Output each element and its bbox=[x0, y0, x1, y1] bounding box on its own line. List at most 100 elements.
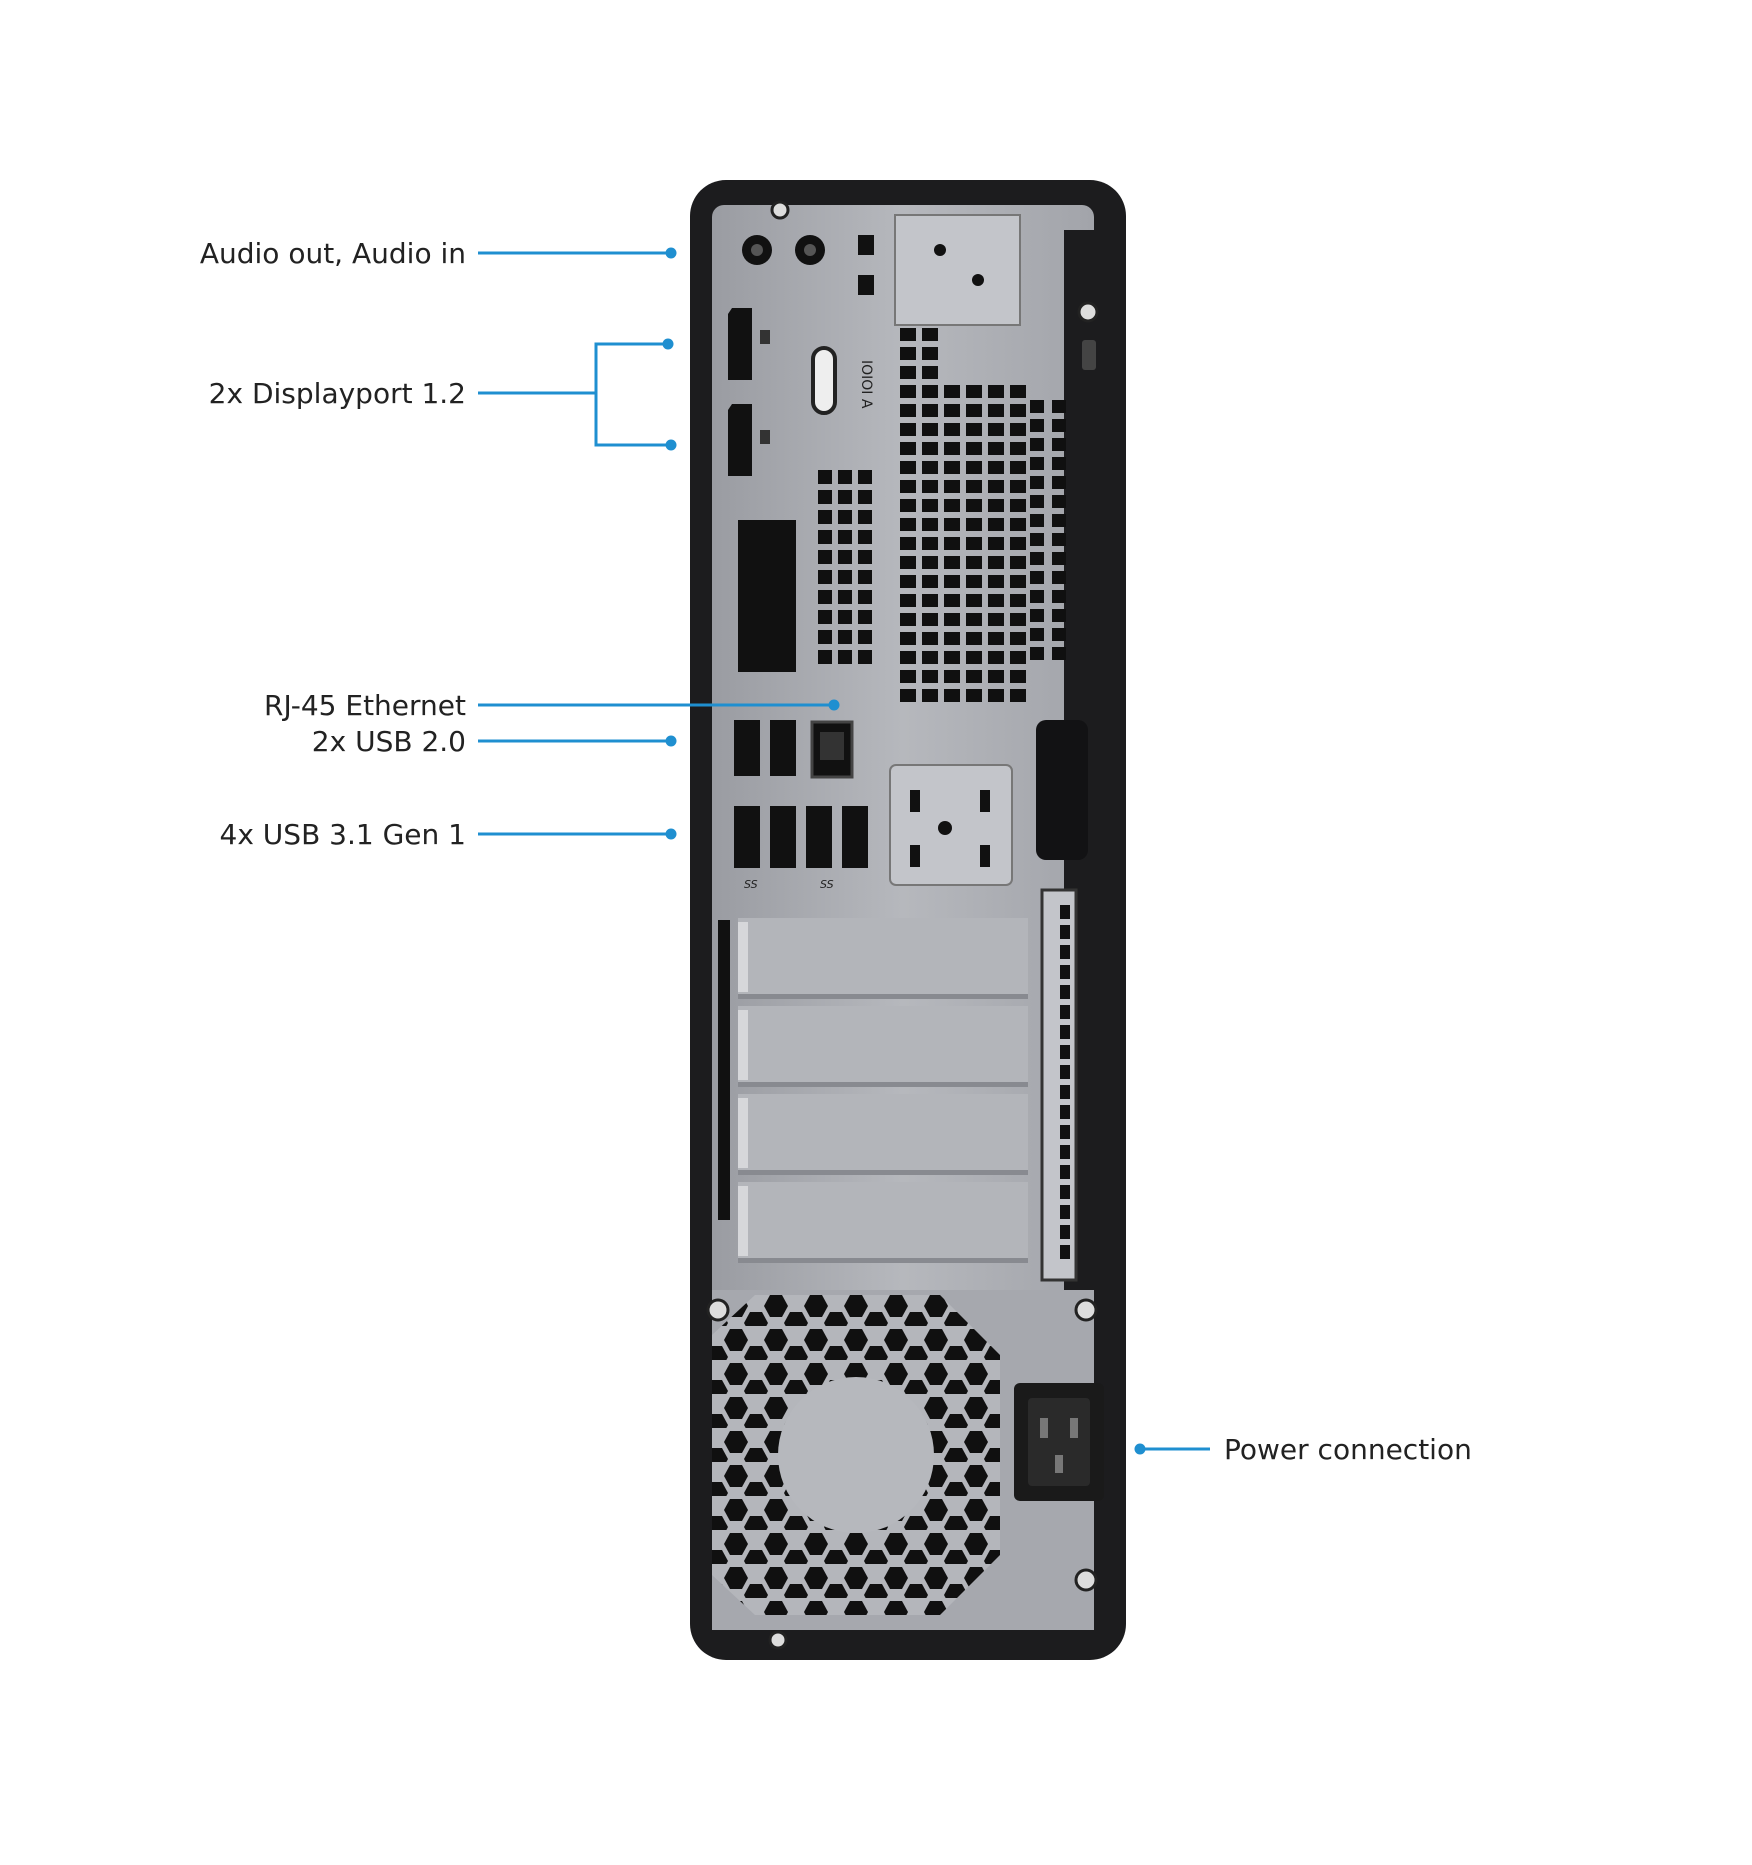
vent-hole bbox=[944, 499, 960, 512]
vent-hole bbox=[1030, 419, 1044, 432]
vent-hole bbox=[1030, 438, 1044, 451]
vent-hole bbox=[988, 670, 1004, 683]
io-panel: IOIOI A SS SS bbox=[728, 214, 1066, 891]
vent-hole bbox=[944, 594, 960, 607]
vent-hole bbox=[1010, 385, 1026, 398]
slot-bracket-side bbox=[1040, 888, 1078, 1282]
vent-hole bbox=[944, 518, 960, 531]
vent-hole bbox=[944, 404, 960, 417]
vent-hole bbox=[966, 575, 982, 588]
vent-hole bbox=[988, 689, 1004, 702]
vent-hole bbox=[1052, 419, 1066, 432]
vent-hole bbox=[818, 630, 832, 644]
vent-hole bbox=[858, 610, 872, 624]
callout-dot-power bbox=[1134, 1443, 1146, 1455]
vent-hole bbox=[922, 461, 938, 474]
knockout-hole bbox=[938, 821, 952, 835]
expansion-slot-cover bbox=[738, 1094, 1028, 1174]
knockout-slot bbox=[980, 790, 990, 812]
side-vent-hole bbox=[1060, 1205, 1070, 1219]
vent-hole bbox=[1052, 628, 1066, 641]
audio-out-jack-core bbox=[751, 244, 763, 256]
vent-hole bbox=[900, 461, 916, 474]
vent-hole bbox=[988, 594, 1004, 607]
vent-hole bbox=[1030, 476, 1044, 489]
side-vent-hole bbox=[1060, 1185, 1070, 1199]
vent-hole bbox=[1010, 575, 1026, 588]
dp-icon bbox=[760, 430, 770, 444]
vent-hole bbox=[818, 570, 832, 584]
rj45-inner bbox=[820, 732, 844, 760]
vent-hole bbox=[838, 610, 852, 624]
vent-hole bbox=[1030, 571, 1044, 584]
side-vent-hole bbox=[1060, 1145, 1070, 1159]
callout-label-usb2: 2x USB 2.0 bbox=[312, 725, 466, 758]
chassis-screw bbox=[770, 200, 790, 220]
usb-c-port bbox=[811, 346, 837, 415]
expansion-slot-edge bbox=[738, 1170, 1028, 1175]
vent-hole bbox=[922, 404, 938, 417]
vent-hole bbox=[858, 470, 872, 484]
vent-hole bbox=[900, 347, 916, 360]
vent-hole bbox=[1052, 552, 1066, 565]
vent-hole bbox=[818, 490, 832, 504]
power-pin bbox=[1070, 1418, 1078, 1438]
expansion-slot-edge bbox=[738, 1082, 1028, 1087]
knockout-slot bbox=[980, 845, 990, 867]
vent-hole bbox=[1010, 594, 1026, 607]
vent-hole bbox=[966, 499, 982, 512]
expansion-slots bbox=[738, 918, 1028, 1263]
lock-slot bbox=[1082, 340, 1096, 370]
expansion-slot-edge bbox=[738, 1258, 1028, 1263]
callout-dot-displayport-2 bbox=[665, 439, 677, 451]
vent-hole bbox=[900, 385, 916, 398]
vent-hole bbox=[944, 423, 960, 436]
vent-hole bbox=[966, 594, 982, 607]
vent-hole bbox=[900, 613, 916, 626]
expansion-slot-cover bbox=[738, 1006, 1028, 1086]
psu-area bbox=[706, 1290, 1104, 1630]
vent-hole bbox=[900, 423, 916, 436]
side-vent-hole bbox=[1060, 1065, 1070, 1079]
vent-hole bbox=[922, 347, 938, 360]
expansion-slot-cover bbox=[738, 1182, 1028, 1262]
vent-hole bbox=[838, 530, 852, 544]
vent-hole bbox=[1010, 651, 1026, 664]
psu-screw bbox=[1074, 1298, 1098, 1322]
vent-hole bbox=[944, 556, 960, 569]
callout-label-power: Power connection bbox=[1224, 1433, 1472, 1466]
expansion-bracket-top bbox=[894, 214, 1021, 326]
vent-hole bbox=[900, 480, 916, 493]
vent-hole bbox=[988, 480, 1004, 493]
side-vent-hole bbox=[1060, 1005, 1070, 1019]
usb2-port-1 bbox=[734, 720, 760, 776]
vent-hole bbox=[1010, 670, 1026, 683]
vent-hole bbox=[858, 510, 872, 524]
vent-hole bbox=[966, 670, 982, 683]
callout-label-usb3: 4x USB 3.1 Gen 1 bbox=[220, 818, 466, 851]
vent-hole bbox=[966, 385, 982, 398]
vent-hole bbox=[900, 632, 916, 645]
vent-hole bbox=[988, 613, 1004, 626]
vent-hole bbox=[944, 385, 960, 398]
side-vent-hole bbox=[1060, 1025, 1070, 1039]
vent-hole bbox=[1010, 423, 1026, 436]
expansion-slot-lip bbox=[738, 922, 748, 992]
vent-hole bbox=[900, 594, 916, 607]
vent-hole bbox=[818, 530, 832, 544]
vent-hole bbox=[858, 590, 872, 604]
vent-hole bbox=[988, 499, 1004, 512]
vent-slot bbox=[858, 275, 874, 295]
vent-hole bbox=[1030, 590, 1044, 603]
vent-hole bbox=[922, 632, 938, 645]
vent-hole bbox=[900, 404, 916, 417]
side-vent-hole bbox=[1060, 985, 1070, 999]
vent-hole bbox=[922, 385, 938, 398]
vent-slot bbox=[858, 235, 874, 255]
vent-hole bbox=[922, 689, 938, 702]
callout-label-ethernet: RJ-45 Ethernet bbox=[264, 689, 466, 722]
side-vent-hole bbox=[1060, 1225, 1070, 1239]
usb3-port-2 bbox=[770, 806, 796, 868]
vent-hole bbox=[944, 537, 960, 550]
